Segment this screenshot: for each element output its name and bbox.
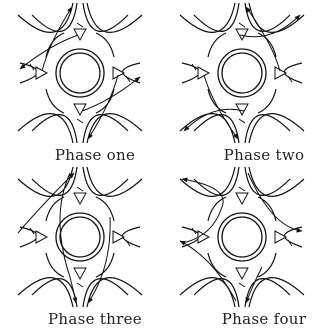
central-island-outer: [217, 48, 267, 98]
central-island-outer: [55, 212, 105, 262]
signal-triangles: [197, 192, 288, 281]
central-island-inner: [221, 216, 263, 258]
outer-ring: [45, 196, 115, 278]
central-island-inner: [221, 52, 263, 94]
road-curbs: [179, 166, 305, 308]
phase-two-label: Phase two: [223, 146, 305, 164]
outer-ring: [207, 32, 277, 114]
stop-lines: [29, 22, 131, 124]
phase-three-diagram: [17, 166, 143, 308]
signal-triangles: [197, 28, 288, 117]
stop-lines: [191, 186, 293, 288]
central-island-outer: [217, 212, 267, 262]
phase-three-label: Phase three: [48, 310, 142, 328]
traffic-flow-arrows: [17, 172, 111, 304]
phase-two-diagram: [179, 2, 305, 144]
signal-triangles: [35, 192, 126, 281]
phase-four-label: Phase four: [221, 310, 307, 328]
phase-four-diagram: [179, 166, 305, 308]
phase-one-label: Phase one: [54, 146, 136, 164]
stop-lines: [191, 22, 293, 124]
traffic-flow-arrows: [19, 6, 141, 140]
traffic-flow-arrows: [179, 172, 303, 304]
central-island-outer: [55, 48, 105, 98]
road-curbs: [179, 2, 305, 144]
central-island-inner: [59, 52, 101, 94]
stop-lines: [29, 186, 131, 288]
outer-ring: [207, 196, 277, 278]
phase-one-diagram: [17, 2, 143, 144]
signal-triangles: [35, 28, 126, 117]
traffic-flow-arrows: [183, 6, 301, 140]
central-island-inner: [59, 216, 101, 258]
